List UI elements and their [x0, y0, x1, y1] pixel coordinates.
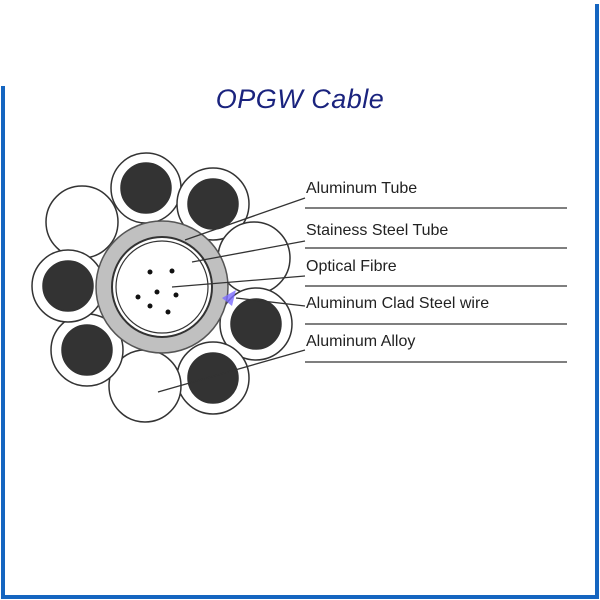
label-acs-wire: Aluminum Clad Steel wire — [306, 295, 490, 312]
outer-strands — [31, 152, 293, 423]
acs-wire-core — [187, 178, 239, 230]
acs-wire-core — [61, 324, 113, 376]
leader-aluminum-alloy — [157, 349, 306, 393]
alloy-wire — [45, 185, 119, 259]
accent-mark — [222, 290, 236, 306]
leader-acs-wire — [235, 297, 306, 307]
diagram-title: OPGW Cable — [215, 84, 385, 114]
leader-aluminum-tube — [184, 197, 306, 241]
label-aluminum-alloy: Aluminum Alloy — [306, 333, 416, 350]
label-stainless-steel-tube: Stainess Steel Tube — [306, 222, 449, 239]
optical-fibres — [135, 268, 179, 315]
leader-stainless-steel-tube — [191, 240, 306, 263]
leader-optical-fibre — [171, 275, 306, 288]
acs-wire-core — [42, 260, 94, 312]
label-optical-fibre: Optical Fibre — [306, 258, 397, 275]
alloy-wire — [217, 221, 291, 295]
leader-lines — [157, 197, 567, 393]
acs-wire-core — [187, 352, 239, 404]
frame-border — [1, 4, 599, 599]
acs-wire-core — [230, 298, 282, 350]
label-aluminum-tube: Aluminum Tube — [306, 180, 418, 197]
stainless-steel-tube-inner — [115, 240, 209, 334]
acs-wire-core — [120, 162, 172, 214]
